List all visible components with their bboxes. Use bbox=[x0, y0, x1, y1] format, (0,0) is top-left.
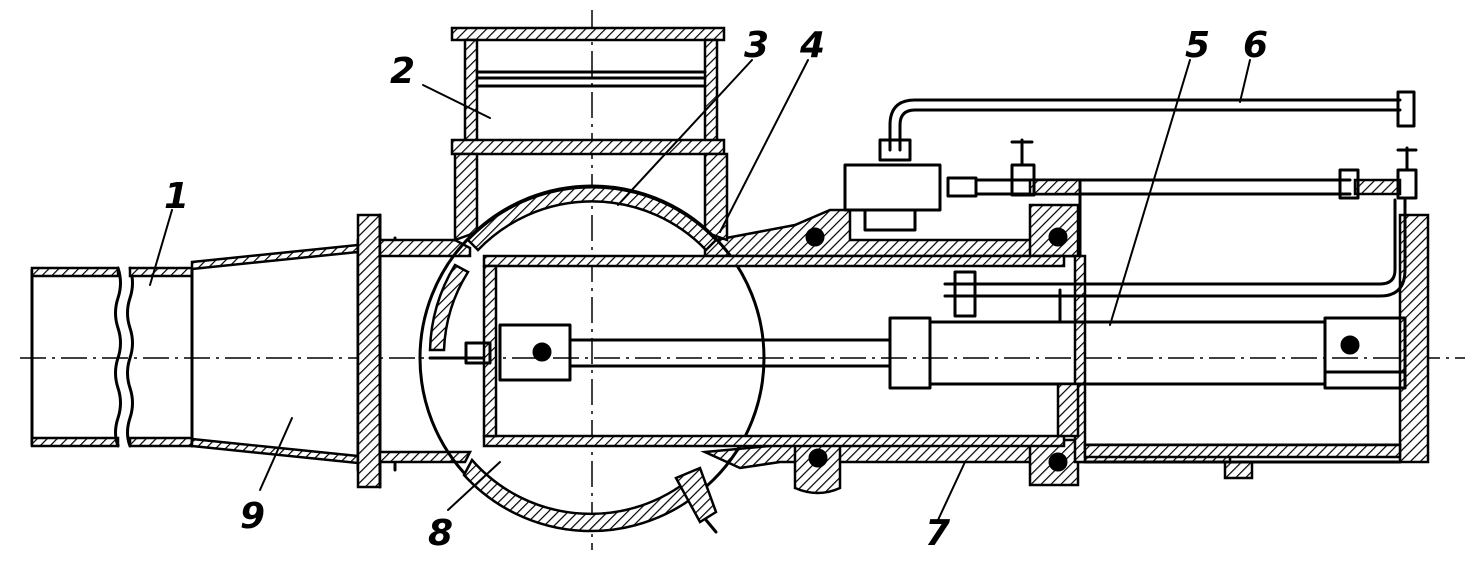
hydraulic-cylinder bbox=[888, 288, 1407, 438]
label-1: 1 bbox=[164, 176, 189, 217]
inlet-pipe bbox=[30, 266, 194, 448]
label-3: 3 bbox=[744, 25, 769, 66]
valve-body bbox=[378, 203, 1430, 495]
label-9: 9 bbox=[240, 496, 265, 537]
center-lines bbox=[20, 10, 1465, 550]
part-labels: 1 2 3 4 5 6 7 8 9 bbox=[164, 25, 1268, 554]
label-4: 4 bbox=[799, 25, 825, 66]
label-8: 8 bbox=[428, 513, 453, 554]
conical-transition bbox=[190, 213, 397, 489]
label-5: 5 bbox=[1185, 25, 1210, 66]
sliding-sleeve bbox=[464, 254, 1066, 448]
leader-lines bbox=[149, 59, 1251, 521]
label-7: 7 bbox=[925, 513, 950, 554]
top-branch-pipe bbox=[450, 26, 729, 242]
label-2: 2 bbox=[390, 51, 415, 92]
label-6: 6 bbox=[1243, 25, 1268, 66]
spherical-gate bbox=[418, 184, 766, 534]
hydraulic-lines bbox=[843, 90, 1418, 318]
